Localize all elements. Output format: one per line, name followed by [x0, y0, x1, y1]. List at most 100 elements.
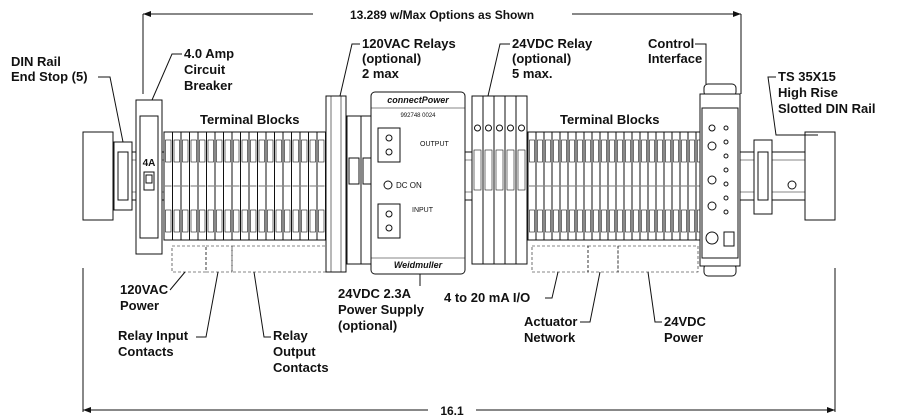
terminal-block	[265, 131, 275, 241]
svg-text:Breaker: Breaker	[184, 78, 232, 93]
ps-brand-bottom: Weidmuller	[394, 260, 443, 270]
terminal-block	[551, 131, 561, 241]
dc-on-led	[383, 180, 393, 190]
end-stop-left	[113, 141, 133, 211]
group-brackets	[171, 245, 699, 273]
callout-relay-24vdc: 24VDC Relay (optional) 5 max.	[487, 36, 593, 97]
top-dimension: 13.289 w/Max Options as Shown	[142, 8, 742, 94]
terminal-block	[308, 131, 318, 241]
ps-part-number: 992748 0024	[400, 113, 436, 119]
bottom-dimension-text: 16.1	[440, 404, 464, 418]
relay-24vdc-module	[471, 95, 484, 265]
terminal-block	[679, 131, 689, 241]
ps-brand-top: connectPower	[387, 95, 449, 105]
terminal-block	[197, 131, 207, 241]
terminal-block	[671, 131, 681, 241]
relay-24vdc-module	[504, 95, 517, 265]
terminal-block	[274, 131, 284, 241]
terminal-block	[223, 131, 233, 241]
svg-text:High Rise: High Rise	[778, 85, 838, 100]
terminal-block	[687, 131, 697, 241]
terminal-block	[631, 131, 641, 241]
callout-circuit-breaker: 4.0 Amp Circuit Breaker	[151, 46, 234, 101]
terminal-block	[623, 131, 633, 241]
svg-text:Power Supply: Power Supply	[338, 302, 425, 317]
svg-text:Circuit: Circuit	[184, 62, 226, 77]
svg-text:TS 35X15: TS 35X15	[778, 69, 836, 84]
svg-text:End Stop (5): End Stop (5)	[11, 69, 88, 84]
svg-text:(optional): (optional)	[338, 318, 397, 333]
relay-24vdc-module	[493, 95, 506, 265]
callout-control-interface: Control Interface	[648, 36, 707, 84]
terminal-blocks-left	[163, 131, 326, 241]
terminal-block	[231, 131, 241, 241]
terminal-block	[527, 131, 537, 241]
terminal-blocks-left-label: Terminal Blocks	[200, 112, 299, 127]
callout-actuator-network: Actuator Network	[524, 271, 601, 345]
terminal-block	[655, 131, 665, 241]
power-supply: connectPower 992748 0024 OUTPUT DC ON IN…	[370, 91, 466, 275]
terminal-block	[180, 131, 190, 241]
terminal-block	[543, 131, 553, 241]
terminal-block	[248, 131, 258, 241]
svg-text:Relay: Relay	[273, 328, 308, 343]
callout-din-rail: TS 35X15 High Rise Slotted DIN Rail	[767, 69, 876, 136]
svg-text:2 max: 2 max	[362, 66, 400, 81]
svg-text:Network: Network	[524, 330, 576, 345]
svg-text:Output: Output	[273, 344, 316, 359]
svg-text:5 max.: 5 max.	[512, 66, 552, 81]
callout-power-120vac: 120VAC Power	[120, 271, 186, 313]
callout-relay-output: Relay Output Contacts	[253, 271, 329, 375]
svg-text:(optional): (optional)	[512, 51, 571, 66]
callout-power-supply: 24VDC 2.3A Power Supply (optional)	[338, 274, 425, 333]
relay-24vdc-module	[482, 95, 495, 265]
svg-text:Power: Power	[664, 330, 703, 345]
svg-text:Actuator: Actuator	[524, 314, 577, 329]
terminal-block	[615, 131, 625, 241]
ps-dc-on: DC ON	[396, 181, 422, 190]
terminal-block	[567, 131, 577, 241]
terminal-block	[583, 131, 593, 241]
relays-24vdc	[471, 95, 528, 265]
callout-din-rail-end-stop: DIN Rail End Stop (5)	[11, 54, 124, 143]
svg-text:Interface: Interface	[648, 51, 702, 66]
svg-text:Slotted DIN Rail: Slotted DIN Rail	[778, 101, 876, 116]
ps-input-label: INPUT	[412, 207, 434, 214]
svg-text:DIN Rail: DIN Rail	[11, 54, 61, 69]
svg-text:Contacts: Contacts	[273, 360, 329, 375]
svg-text:24VDC Relay: 24VDC Relay	[512, 36, 593, 51]
terminal-block	[172, 131, 182, 241]
terminal-block	[291, 131, 301, 241]
end-stop-mid-left	[325, 95, 347, 273]
top-dimension-text: 13.289 w/Max Options as Shown	[350, 8, 534, 22]
relay-24vdc-module	[515, 95, 528, 265]
terminal-block	[189, 131, 199, 241]
terminal-block	[299, 131, 309, 241]
svg-text:4 to 20 mA I/O: 4 to 20 mA I/O	[444, 290, 530, 305]
rail-slot-hole-right	[787, 180, 797, 190]
terminal-block	[639, 131, 649, 241]
svg-text:Relay Input: Relay Input	[118, 328, 189, 343]
terminal-block	[647, 131, 657, 241]
svg-text:Power: Power	[120, 298, 159, 313]
callout-relays-120vac: 120VAC Relays (optional) 2 max	[339, 36, 456, 97]
terminal-block	[599, 131, 609, 241]
svg-text:24VDC 2.3A: 24VDC 2.3A	[338, 286, 412, 301]
ps-output-label: OUTPUT	[420, 141, 450, 148]
terminal-block	[163, 131, 173, 241]
svg-text:120VAC Relays: 120VAC Relays	[362, 36, 456, 51]
terminal-block	[282, 131, 292, 241]
terminal-block	[559, 131, 569, 241]
control-knob	[705, 231, 719, 245]
callout-power-24vdc: 24VDC Power	[647, 271, 707, 345]
terminal-block	[535, 131, 545, 241]
svg-text:24VDC: 24VDC	[664, 314, 707, 329]
callout-relay-input: Relay Input Contacts	[118, 271, 219, 359]
callout-4-20ma: 4 to 20 mA I/O	[444, 271, 559, 305]
terminal-block	[663, 131, 673, 241]
ps-output-connector	[377, 127, 401, 163]
terminal-blocks-right	[527, 131, 705, 241]
svg-text:Control: Control	[648, 36, 694, 51]
terminal-block	[607, 131, 617, 241]
